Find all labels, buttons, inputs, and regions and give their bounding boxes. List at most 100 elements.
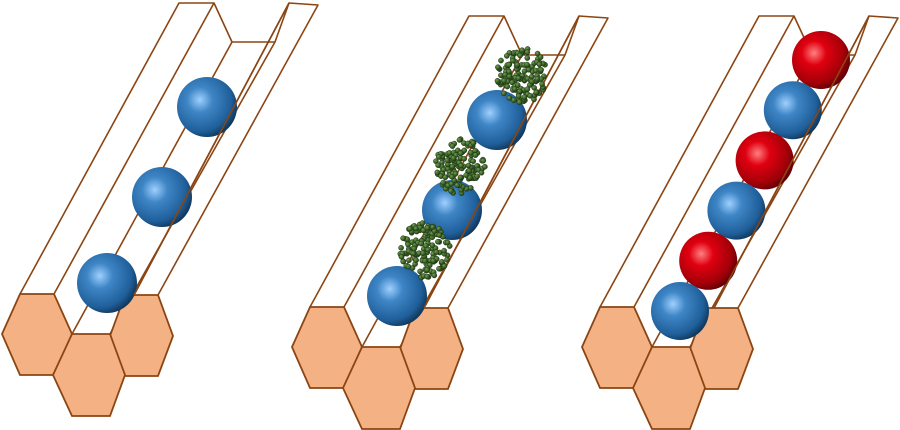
inner-right-edge: [109, 41, 276, 335]
cluster-bead: [501, 77, 507, 84]
hexagon-bottom: [342, 346, 416, 430]
cluster-bead: [419, 220, 426, 226]
cluster-bead: [480, 157, 487, 164]
cluster-bead: [524, 49, 531, 56]
cluster-bead: [430, 257, 437, 264]
hexagon-bottom: [632, 346, 706, 430]
cluster-bead: [510, 97, 517, 103]
blue-sphere: [467, 90, 527, 150]
cluster-bead: [504, 83, 511, 90]
hexagon-base: [581, 306, 754, 430]
cluster-bead: [515, 93, 522, 99]
cluster-bead: [503, 53, 510, 59]
blue-sphere: [422, 180, 482, 240]
cluster-bead: [534, 76, 541, 82]
cluster-bead: [521, 68, 528, 75]
cluster-bead: [429, 224, 436, 230]
inner-right-edge: [399, 54, 566, 348]
left-prism-top: [19, 2, 233, 295]
cluster-bead: [527, 93, 533, 99]
cluster-bead: [466, 167, 472, 174]
left-prism-edge: [343, 15, 505, 308]
cluster-bead: [417, 268, 423, 275]
cluster-bead: [424, 266, 430, 273]
cluster-bead: [436, 225, 442, 232]
left-prism-top: [309, 15, 523, 308]
nanoparticle-cluster: [433, 136, 488, 196]
cluster-bead: [531, 85, 537, 91]
cluster-bead: [537, 54, 544, 61]
cluster-bead: [413, 225, 419, 232]
blue-sphere: [763, 81, 822, 140]
blue-sphere: [177, 77, 237, 137]
cluster-bead: [444, 239, 451, 246]
cluster-bead: [506, 95, 513, 101]
cluster-bead: [398, 244, 404, 251]
cluster-bead: [424, 225, 431, 231]
cluster-bead: [472, 152, 479, 158]
hexagon-bottom: [52, 333, 126, 417]
cluster-bead: [536, 61, 543, 68]
nanoparticle-cluster: [494, 46, 548, 105]
cluster-bead: [457, 174, 464, 181]
cluster-bead: [534, 50, 541, 57]
cluster-bead: [431, 272, 438, 279]
cluster-bead: [413, 257, 419, 263]
left-prism-edge: [633, 15, 795, 308]
cluster-bead: [467, 185, 474, 191]
hexagon-base: [1, 293, 174, 417]
cluster-bead: [514, 82, 521, 88]
cluster-bead: [538, 67, 544, 73]
cluster-bead: [422, 257, 428, 264]
nanoparticle-cluster: [397, 220, 453, 281]
cluster-bead: [506, 73, 513, 80]
cluster-bead: [516, 88, 523, 95]
right-prism-top: [157, 2, 319, 296]
cluster-bead: [444, 157, 451, 164]
cluster-bead: [516, 99, 523, 105]
panel-blue-red-alternating: [581, 15, 899, 430]
spheres: [367, 90, 527, 326]
cluster-bead: [436, 265, 442, 272]
cluster-bead: [457, 150, 464, 156]
cluster-bead: [425, 246, 431, 253]
panel-blue-with-clusters: [291, 15, 609, 430]
cluster-bead: [495, 64, 501, 71]
cluster-bead: [435, 162, 441, 168]
cluster-bead: [463, 172, 469, 178]
cluster-bead: [501, 90, 507, 97]
inner-right-edge: [689, 54, 856, 348]
cluster-bead: [517, 52, 523, 59]
cluster-bead: [444, 256, 450, 263]
red-sphere: [735, 131, 794, 190]
channel-rim: [713, 15, 870, 309]
red-sphere: [679, 231, 738, 290]
cluster-bead: [400, 235, 406, 241]
cluster-bead: [470, 158, 476, 164]
cluster-bead: [439, 258, 445, 265]
cluster-bead: [454, 182, 460, 189]
blue-sphere: [651, 282, 709, 340]
cluster-bead: [429, 242, 436, 248]
cluster-bead: [539, 81, 545, 87]
cluster-bead: [456, 137, 463, 143]
hexagon-base: [291, 306, 464, 430]
cluster-bead: [511, 86, 518, 92]
cluster-bead: [448, 188, 454, 194]
channel-rim: [133, 2, 290, 296]
blue-sphere: [367, 266, 427, 326]
cluster-bead: [478, 169, 485, 176]
red-sphere: [792, 31, 850, 89]
cluster-bead: [524, 55, 531, 61]
cluster-bead: [521, 94, 528, 100]
cluster-bead: [458, 162, 464, 169]
cluster-bead: [398, 253, 405, 260]
left-prism-edge: [53, 2, 215, 295]
left-prism-top: [599, 15, 813, 308]
blue-sphere: [132, 167, 192, 227]
cluster-bead: [514, 61, 521, 68]
cluster-bead: [448, 180, 455, 187]
cluster-bead: [442, 174, 449, 181]
cluster-bead: [498, 57, 504, 64]
